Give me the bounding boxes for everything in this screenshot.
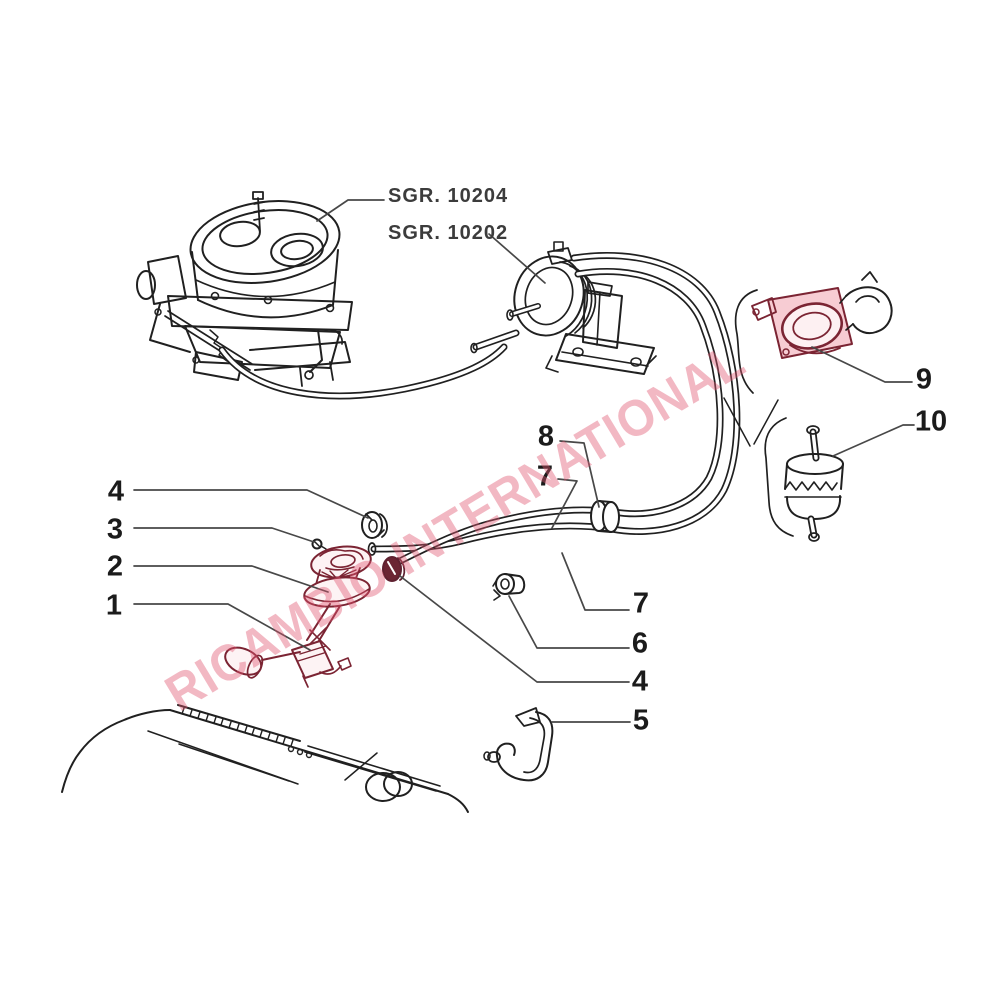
callout-8: 8	[537, 420, 555, 453]
callout-4-right: 4	[631, 665, 649, 698]
clamp-4-lower-drawing	[382, 556, 406, 582]
vapor-separator-drawing	[506, 241, 657, 375]
callout-7-right: 7	[632, 587, 650, 620]
callout-2: 2	[106, 550, 124, 583]
group-brackets	[723, 289, 794, 537]
grommet-drawing	[590, 500, 620, 533]
clamp-6-drawing	[492, 573, 526, 601]
clamp-4-upper-drawing	[361, 511, 388, 539]
callout-5: 5	[632, 704, 650, 737]
callout-6: 6	[631, 627, 649, 660]
fuel-filter-drawing	[784, 425, 844, 542]
callout-1: 1	[105, 589, 123, 622]
callout-4-left: 4	[107, 475, 125, 508]
fuel-tank-drawing	[61, 704, 469, 813]
fuel-lines	[367, 252, 741, 571]
bracket-5-drawing	[483, 707, 554, 782]
leader-lines	[133, 199, 915, 723]
pump-9-drawing	[751, 271, 893, 359]
fuel-sender-drawing	[224, 545, 372, 688]
carb-fuel-hose	[218, 329, 520, 400]
screw-3-drawing	[311, 538, 327, 550]
callout-10: 10	[914, 405, 948, 438]
group-label-sgr-10202: SGR. 10202	[388, 222, 509, 244]
group-label-sgr-10204: SGR. 10204	[388, 185, 509, 207]
callout-7-upper: 7	[536, 460, 554, 493]
callout-9: 9	[915, 363, 933, 396]
carburetor-drawing	[136, 191, 353, 387]
callout-3: 3	[106, 513, 124, 546]
